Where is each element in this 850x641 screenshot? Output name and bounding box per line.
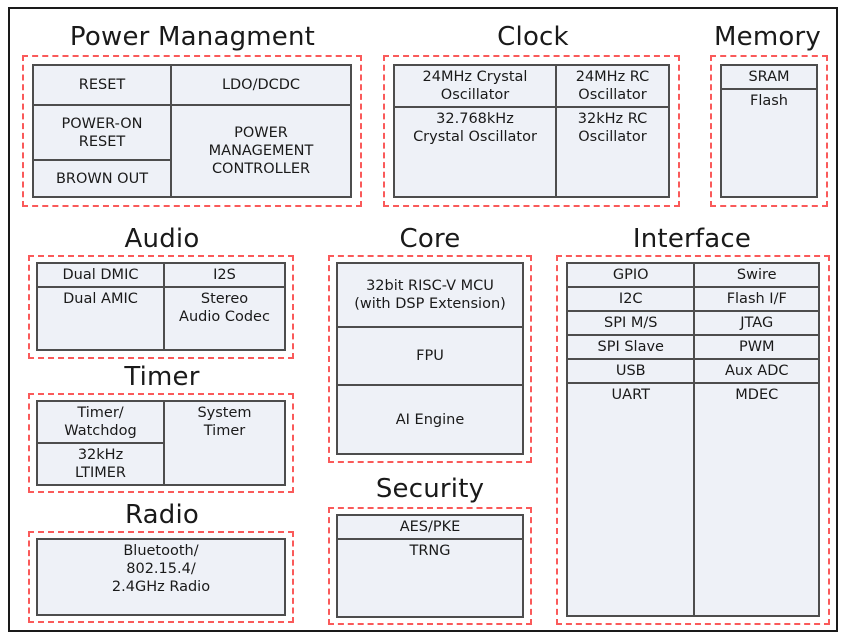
section-title-power-management: Power Managment <box>69 22 316 52</box>
block-bluetooth-802154-24ghz-radio[interactable]: Bluetooth/ 802.15.4/ 2.4GHz Radio <box>38 540 284 598</box>
security-column: AES/PKE TRNG <box>338 516 522 616</box>
block-grid-core: 32bit RISC-V MCU (with DSP Extension) FP… <box>336 262 524 455</box>
section-title-radio: Radio <box>124 500 200 530</box>
block-timer-watchdog[interactable]: Timer/ Watchdog <box>38 402 163 442</box>
section-audio: Audio Dual DMIC Dual AMIC I2S Stereo Aud… <box>26 224 298 364</box>
block-aes-pke[interactable]: AES/PKE <box>338 516 522 538</box>
block-grid-clock: 24MHz Crystal Oscillator 32.768kHz Cryst… <box>393 64 670 198</box>
section-title-audio: Audio <box>124 224 200 254</box>
group-box-interface <box>556 255 830 625</box>
block-32bit-riscv-mcu[interactable]: 32bit RISC-V MCU (with DSP Extension) <box>338 264 522 326</box>
group-box-security <box>328 507 532 625</box>
section-title-core: Core <box>399 224 461 254</box>
section-memory: Memory SRAM Flash <box>705 22 830 212</box>
block-dual-amic[interactable]: Dual AMIC <box>38 286 163 310</box>
timer-column-right: System Timer <box>163 402 284 484</box>
block-usb[interactable]: USB <box>568 358 694 382</box>
block-i2s[interactable]: I2S <box>165 264 284 286</box>
block-grid-timer: Timer/ Watchdog 32kHz LTIMER System Time… <box>36 400 286 486</box>
block-grid-memory: SRAM Flash <box>720 64 818 198</box>
section-title-timer: Timer <box>124 362 200 392</box>
group-box-radio <box>28 531 294 623</box>
audio-column-right: I2S Stereo Audio Codec <box>163 264 284 349</box>
block-flash[interactable]: Flash <box>722 88 816 112</box>
clock-column-left: 24MHz Crystal Oscillator 32.768kHz Cryst… <box>395 66 555 196</box>
section-title-security: Security <box>375 474 485 504</box>
block-power-management-controller[interactable]: POWER MANAGEMENT CONTROLLER <box>172 104 350 196</box>
block-stereo-audio-codec[interactable]: Stereo Audio Codec <box>165 286 284 328</box>
block-grid-radio: Bluetooth/ 802.15.4/ 2.4GHz Radio <box>36 538 286 616</box>
core-column: 32bit RISC-V MCU (with DSP Extension) FP… <box>338 264 522 453</box>
block-24mhz-rc-oscillator[interactable]: 24MHz RC Oscillator <box>557 66 668 106</box>
pm-column-left: RESET POWER-ON RESET BROWN OUT <box>34 66 170 196</box>
block-32khz-ltimer[interactable]: 32kHz LTIMER <box>38 442 163 484</box>
block-spi-slave[interactable]: SPI Slave <box>568 334 694 358</box>
radio-column: Bluetooth/ 802.15.4/ 2.4GHz Radio <box>38 540 284 614</box>
section-clock: Clock 24MHz Crystal Oscillator 32.768kHz… <box>383 22 683 212</box>
section-security: Security AES/PKE TRNG <box>326 474 534 626</box>
block-grid-security: AES/PKE TRNG <box>336 514 524 618</box>
section-title-interface: Interface <box>632 224 752 254</box>
block-flash-if[interactable]: Flash I/F <box>695 286 819 310</box>
timer-column-left: Timer/ Watchdog 32kHz LTIMER <box>38 402 163 484</box>
memory-column: SRAM Flash <box>722 66 816 196</box>
section-timer: Timer Timer/ Watchdog 32kHz LTIMER Syste… <box>26 362 298 497</box>
block-trng[interactable]: TRNG <box>338 538 522 562</box>
interface-column-left: GPIO I2C SPI M/S SPI Slave USB UART <box>568 264 694 615</box>
audio-column-left: Dual DMIC Dual AMIC <box>38 264 163 349</box>
block-ldo-dcdc[interactable]: LDO/DCDC <box>172 66 350 104</box>
section-core: Core 32bit RISC-V MCU (with DSP Extensio… <box>326 224 534 464</box>
block-32khz-rc-oscillator[interactable]: 32kHz RC Oscillator <box>557 106 668 148</box>
block-ai-engine[interactable]: AI Engine <box>338 384 522 453</box>
group-box-timer <box>28 393 294 493</box>
group-box-memory <box>710 55 828 207</box>
block-i2c[interactable]: I2C <box>568 286 694 310</box>
block-system-timer[interactable]: System Timer <box>165 402 284 442</box>
block-pwm[interactable]: PWM <box>695 334 819 358</box>
block-32768khz-crystal-oscillator[interactable]: 32.768kHz Crystal Oscillator <box>395 106 555 148</box>
block-gpio[interactable]: GPIO <box>568 264 694 286</box>
block-power-on-reset[interactable]: POWER-ON RESET <box>34 104 170 159</box>
block-fpu[interactable]: FPU <box>338 326 522 384</box>
block-grid-power-management: RESET POWER-ON RESET BROWN OUT LDO/DCDC … <box>32 64 352 198</box>
block-mdec[interactable]: MDEC <box>695 382 819 406</box>
section-power-management: Power Managment RESET POWER-ON RESET BRO… <box>20 22 365 212</box>
block-spi-master-slave[interactable]: SPI M/S <box>568 310 694 334</box>
section-interface: Interface GPIO I2C SPI M/S SPI Slave USB… <box>554 224 830 626</box>
block-aux-adc[interactable]: Aux ADC <box>695 358 819 382</box>
block-24mhz-crystal-oscillator[interactable]: 24MHz Crystal Oscillator <box>395 66 555 106</box>
block-jtag[interactable]: JTAG <box>695 310 819 334</box>
group-box-core <box>328 255 532 463</box>
block-uart[interactable]: UART <box>568 382 694 406</box>
group-box-power-management <box>22 55 362 207</box>
section-title-memory: Memory <box>714 22 821 52</box>
interface-column-right: Swire Flash I/F JTAG PWM Aux ADC MDEC <box>693 264 819 615</box>
block-swire[interactable]: Swire <box>695 264 819 286</box>
block-brown-out[interactable]: BROWN OUT <box>34 159 170 196</box>
block-grid-interface: GPIO I2C SPI M/S SPI Slave USB UART Swir… <box>566 262 820 617</box>
section-radio: Radio Bluetooth/ 802.15.4/ 2.4GHz Radio <box>26 500 298 625</box>
section-title-clock: Clock <box>497 22 569 52</box>
clock-column-right: 24MHz RC Oscillator 32kHz RC Oscillator <box>555 66 668 196</box>
group-box-audio <box>28 255 294 359</box>
block-sram[interactable]: SRAM <box>722 66 816 88</box>
group-box-clock <box>383 55 680 207</box>
pm-column-right: LDO/DCDC POWER MANAGEMENT CONTROLLER <box>170 66 350 196</box>
block-grid-audio: Dual DMIC Dual AMIC I2S Stereo Audio Cod… <box>36 262 286 351</box>
block-dual-dmic[interactable]: Dual DMIC <box>38 264 163 286</box>
block-reset[interactable]: RESET <box>34 66 170 104</box>
